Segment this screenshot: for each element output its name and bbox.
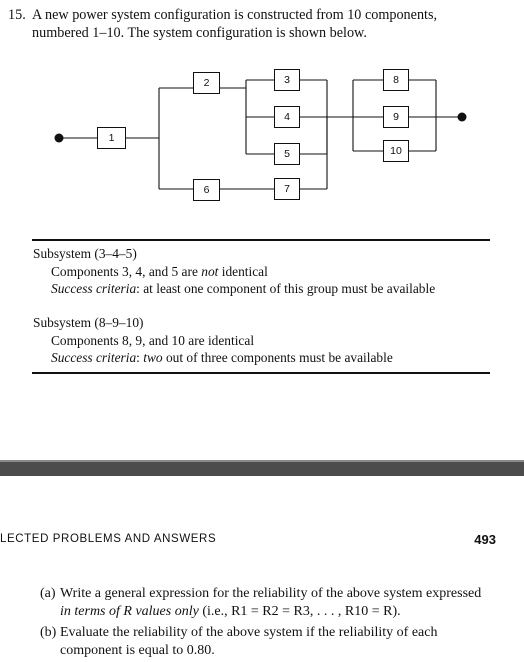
input-terminal — [54, 133, 64, 143]
subsystem-description: Components 8, 9, and 10 are identical — [51, 332, 255, 348]
component-4-block: 4 — [274, 106, 300, 128]
part-a-line-2: in terms of R values only (i.e., R1 = R2… — [60, 604, 401, 619]
output-terminal — [457, 112, 467, 122]
part-a: (a) Write a general expression for the re… — [40, 585, 496, 621]
running-header-section: LECTED PROBLEMS AND ANSWERS — [0, 533, 217, 545]
page-gap-edge — [0, 460, 524, 462]
subsystem-8-9-10: Subsystem (8–9–10) Components 8, 9, and … — [33, 314, 393, 367]
component-7-block: 7 — [274, 178, 300, 200]
component-10-block: 10 — [383, 140, 409, 162]
problem-line-2: numbered 1–10. The system configuration … — [32, 25, 367, 41]
part-b: (b)Evaluate the reliability of the above… — [40, 624, 496, 660]
subsystem-3-4-5: Subsystem (3–4–5) Components 3, 4, and 5… — [33, 245, 435, 298]
page-number: 493 — [474, 532, 496, 547]
component-9-block: 9 — [383, 106, 409, 128]
subsystem-title: Subsystem (8–9–10) — [33, 315, 144, 330]
problem-line-1: A new power system configuration is cons… — [32, 7, 438, 23]
part-b-label: (b) — [40, 625, 57, 640]
part-a-line-1: Write a general expression for the relia… — [60, 586, 482, 601]
part-a-label: (a) — [40, 586, 56, 601]
top-rule — [32, 239, 490, 241]
part-b-line-1: Evaluate the reliability of the above sy… — [60, 625, 438, 640]
subsystem-criteria: Success criteria: at least one component… — [51, 281, 436, 296]
component-1-block: 1 — [97, 127, 126, 149]
component-5-block: 5 — [274, 143, 300, 165]
problem-statement: 15. A new power system configuration is c… — [8, 6, 508, 42]
page-gap-band — [0, 462, 524, 476]
part-b-line-2: component is equal to 0.80. — [60, 643, 215, 658]
component-3-block: 3 — [274, 69, 300, 91]
subsystem-description: Components 3, 4, and 5 are not identical — [51, 263, 268, 279]
bottom-rule — [32, 372, 490, 374]
reliability-block-diagram — [54, 79, 467, 190]
component-6-block: 6 — [193, 179, 220, 201]
problem-number: 15. — [8, 7, 26, 23]
subsystem-criteria: Success criteria: two out of three compo… — [51, 350, 393, 365]
subsystem-title: Subsystem (3–4–5) — [33, 246, 137, 261]
component-2-block: 2 — [193, 72, 220, 94]
component-8-block: 8 — [383, 69, 409, 91]
